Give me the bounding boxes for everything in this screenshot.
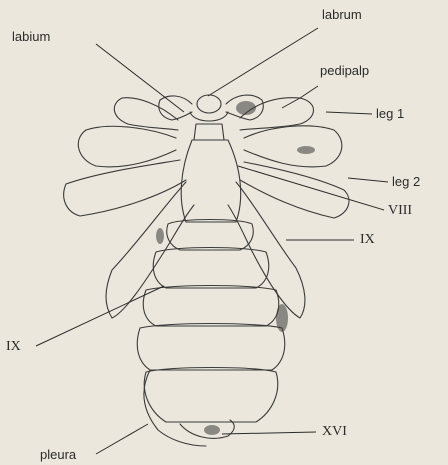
left-leg-2 (78, 126, 176, 167)
abdomen-segment-xii (137, 324, 285, 371)
label-segment-ix-left: IX (6, 340, 21, 354)
label-pleura: pleura (40, 448, 76, 461)
shade-left-leg4 (156, 228, 164, 244)
left-leg-1 (114, 98, 178, 130)
leader-leg2 (348, 178, 388, 182)
abdomen-segment-x (153, 248, 269, 289)
abdomen-segment-xi (143, 286, 279, 327)
abdomen-segment-ix (167, 220, 254, 251)
leader-labium (96, 44, 184, 112)
leader-leg1 (326, 112, 372, 114)
abdomen-segment-xiii (144, 368, 278, 423)
label-leg-2: leg 2 (392, 175, 420, 188)
right-leg-2 (244, 126, 342, 167)
shade-leg2-right (297, 146, 315, 154)
label-segment-xvi: XVI (322, 425, 347, 439)
sternum-upper (194, 124, 224, 140)
label-segment-viii: VIII (388, 204, 412, 218)
leader-pedipalp (282, 86, 318, 108)
labrum-shape (197, 95, 221, 113)
leader-pleura (96, 424, 148, 454)
label-leg-1: leg 1 (376, 107, 404, 120)
leader-labrum (208, 28, 318, 96)
shade-anal (204, 425, 220, 435)
label-labium: labium (12, 30, 50, 43)
label-labrum: labrum (322, 8, 362, 21)
leader-viii (238, 166, 384, 210)
pedipalp-left (159, 96, 192, 120)
shade-pedipalp (236, 101, 256, 115)
leader-xvi (222, 432, 316, 434)
label-pedipalp: pedipalp (320, 64, 369, 77)
shade-abdomen-right (276, 304, 288, 332)
pleura-fold (144, 370, 206, 446)
left-leg-3 (64, 160, 186, 216)
leader-ix-left (36, 286, 164, 346)
label-segment-ix-right: IX (360, 233, 375, 247)
